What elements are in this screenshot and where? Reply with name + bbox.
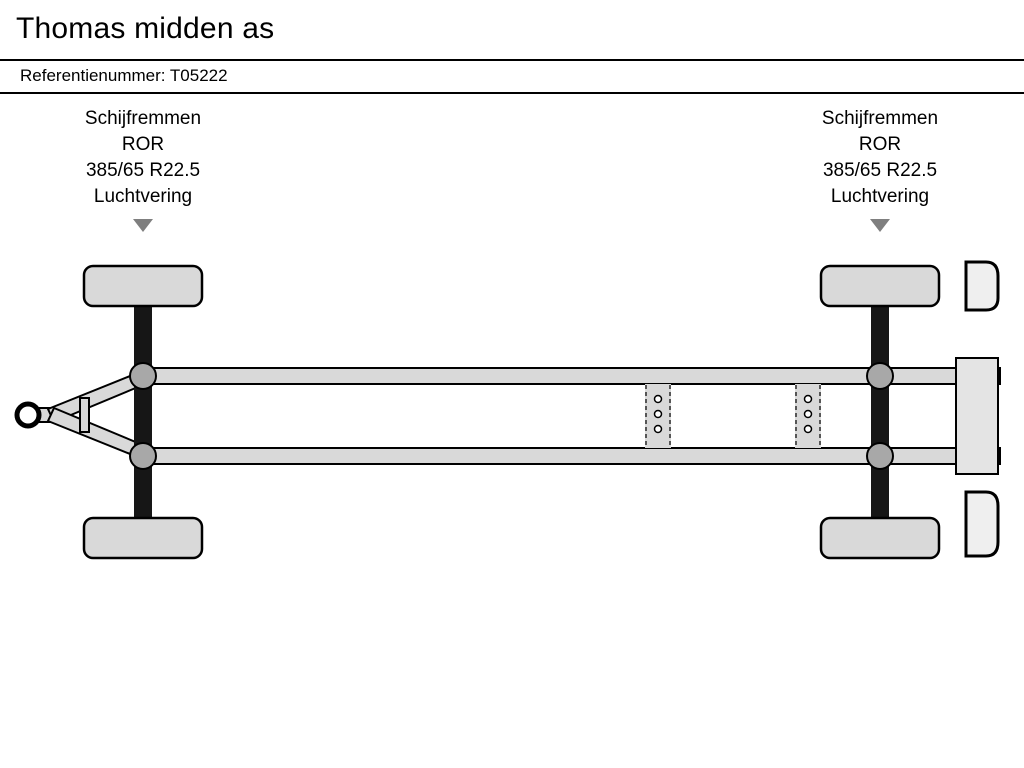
rear-bracket-bottom — [964, 490, 1000, 558]
rear-cross-member — [955, 357, 999, 475]
axle-spec-right: Schijfremmen ROR 385/65 R22.5 Luchtverin… — [720, 106, 1024, 232]
drawbar-cross-strut — [79, 397, 90, 433]
spec-line: 385/65 R22.5 — [822, 160, 938, 181]
suspension-front-top — [129, 362, 157, 390]
tire-rear-right — [819, 516, 941, 560]
divider-top — [0, 59, 1024, 61]
rear-axle — [871, 276, 889, 556]
page-title: Thomas midden as — [16, 12, 275, 45]
front-axle — [134, 276, 152, 556]
tire-rear-left — [819, 264, 941, 308]
spec-line: Schijfremmen — [821, 108, 939, 129]
spec-line: Schijfremmen — [84, 108, 202, 129]
spec-line: 385/65 R22.5 — [85, 160, 201, 181]
suspension-rear-bottom — [866, 442, 894, 470]
tow-eye — [14, 401, 42, 429]
divider-bottom — [0, 92, 1024, 94]
reference-number: Referentienummer: T05222 — [20, 66, 228, 85]
tire-front-left — [82, 264, 204, 308]
pointer-down-icon — [870, 219, 890, 232]
suspension-front-bottom — [129, 442, 157, 470]
cross-member-2 — [795, 384, 821, 448]
axle-spec-left: Schijfremmen ROR 385/65 R22.5 Luchtverin… — [0, 106, 303, 232]
spec-line: ROR — [121, 134, 165, 155]
spec-line: Luchtvering — [93, 186, 193, 207]
spec-line: Luchtvering — [830, 186, 930, 207]
cross-member-1 — [645, 384, 671, 448]
spec-line: ROR — [858, 134, 902, 155]
rear-bracket-top — [964, 260, 1000, 312]
suspension-rear-top — [866, 362, 894, 390]
pointer-down-icon — [133, 219, 153, 232]
tire-front-right — [82, 516, 204, 560]
